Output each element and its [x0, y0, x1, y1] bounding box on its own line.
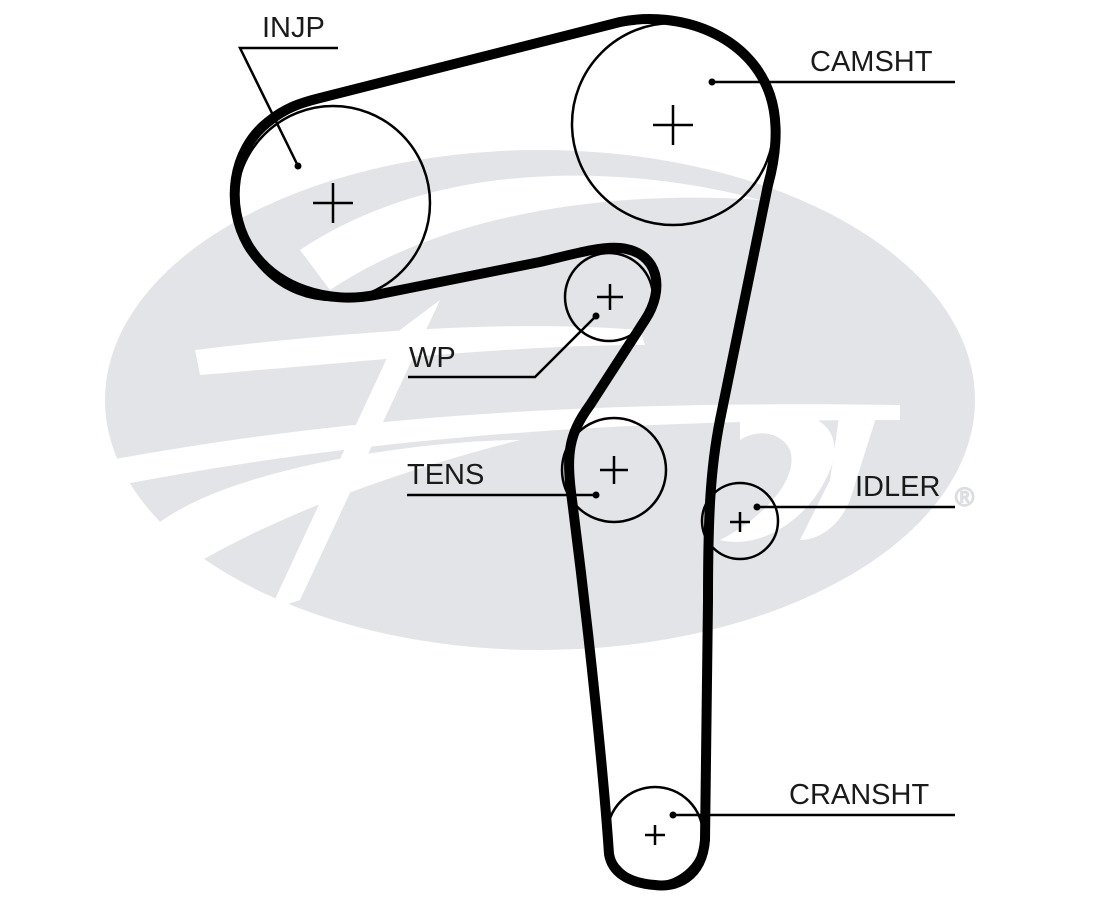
- pulley-tens: [560, 416, 668, 524]
- leader-dots: [294, 78, 761, 819]
- leader-wp: [408, 315, 597, 379]
- watermark-swoosh-top: [300, 175, 760, 290]
- center-cross-wp: [597, 284, 623, 310]
- label-camsht: CAMSHT: [810, 46, 933, 78]
- center-cross-cransht: [645, 825, 665, 845]
- label-cransht: CRANSHT: [789, 779, 929, 811]
- watermark-swoosh-mid: [110, 404, 900, 485]
- leader-dot-injp: [294, 162, 302, 170]
- center-cross-camsht: [653, 105, 693, 145]
- leader-dot-idler: [753, 503, 761, 511]
- timing-belt: [229, 14, 781, 891]
- pulley-centers: [313, 105, 750, 845]
- watermark-swoosh-t: [270, 300, 440, 610]
- watermark-swoosh-loop: [139, 440, 520, 580]
- label-idler: IDLER: [855, 471, 940, 503]
- pulley-idler: [700, 481, 780, 561]
- watermark-swoosh-es: [720, 412, 835, 542]
- leader-dot-cransht: [669, 811, 677, 819]
- leader-dot-camsht: [708, 78, 716, 86]
- leader-dot-wp: [592, 312, 600, 320]
- label-wp: WP: [409, 342, 456, 374]
- center-cross-tens: [600, 456, 628, 484]
- leader-lines: [237, 46, 955, 817]
- leader-dot-tens: [592, 491, 600, 499]
- label-tens: TENS: [407, 459, 484, 491]
- leader-injp: [237, 46, 338, 167]
- watermark-swoosh-g: [195, 326, 645, 375]
- center-cross-idler: [730, 512, 750, 532]
- registered-mark: ®: [955, 482, 974, 512]
- gates-watermark-logo: ®: [105, 150, 975, 650]
- center-cross-injp: [313, 183, 353, 223]
- label-injp: INJP: [262, 12, 325, 44]
